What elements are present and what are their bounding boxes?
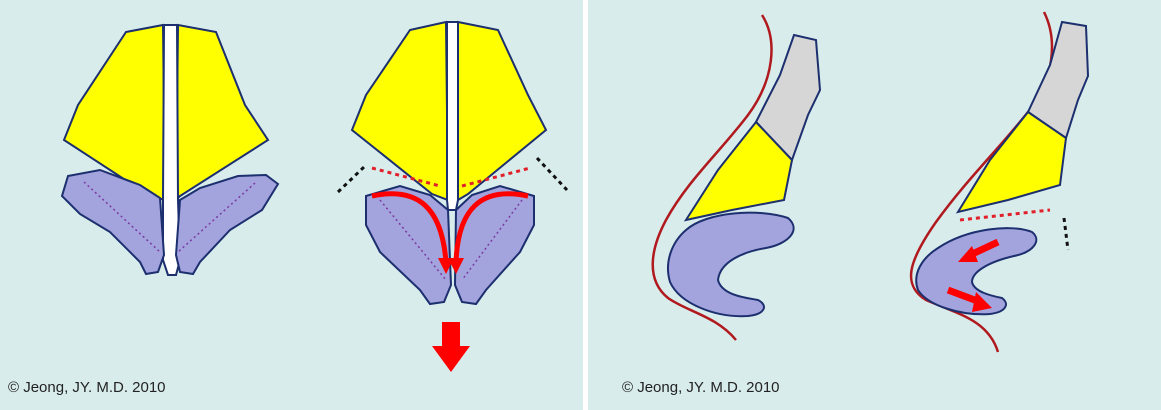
dotted-line-red: [960, 210, 1050, 220]
upper-lateral-cartilage-right: [458, 22, 546, 200]
upper-lateral-cartilage: [958, 112, 1066, 212]
frontal-view-rotated: [338, 22, 567, 372]
down-arrow-icon: [432, 322, 470, 372]
dotted-line-black-left: [338, 166, 365, 192]
copyright-left: © Jeong, JY. M.D. 2010: [8, 379, 166, 396]
dotted-line-black: [1064, 218, 1068, 250]
copyright-right: © Jeong, JY. M.D. 2010: [622, 379, 780, 396]
upper-lateral-cartilage-right: [176, 25, 268, 200]
right-panel: © Jeong, JY. M.D. 2010: [588, 0, 1161, 410]
frontal-views-diagram: [0, 0, 583, 410]
septum: [447, 22, 458, 210]
lower-lateral-cartilage: [668, 213, 794, 317]
lower-lateral-cartilage-left: [366, 186, 451, 304]
frontal-view-normal: [62, 25, 278, 275]
lateral-view-rotated: [911, 12, 1088, 352]
upper-lateral-cartilage-left: [352, 22, 448, 200]
dotted-line-black-right: [537, 158, 567, 190]
lateral-views-diagram: [588, 0, 1161, 410]
lower-lateral-cartilage-right: [455, 186, 534, 304]
left-panel: © Jeong, JY. M.D. 2010: [0, 0, 583, 410]
lateral-view-normal: [653, 15, 820, 340]
